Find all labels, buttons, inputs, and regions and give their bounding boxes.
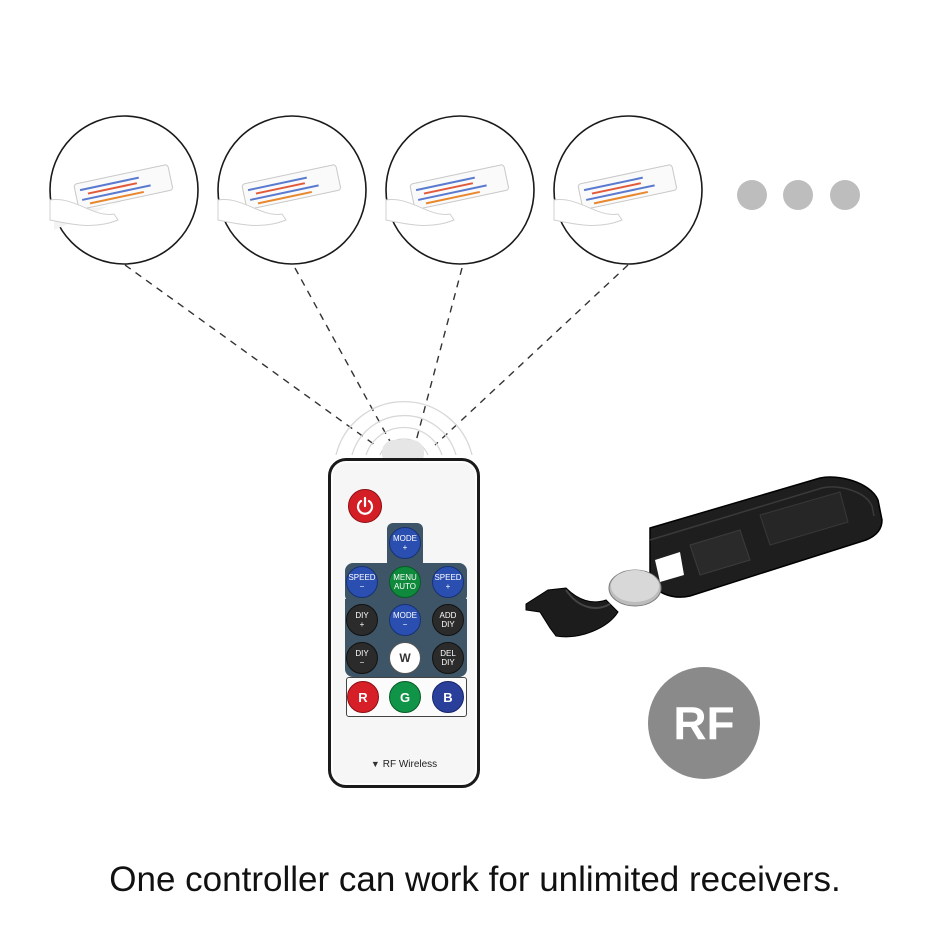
speed-plus-button[interactable]: SPEED + — [432, 566, 464, 598]
signal-lines — [124, 264, 629, 446]
receiver-3 — [385, 115, 535, 265]
caption-text: One controller can work for unlimited re… — [109, 860, 841, 899]
add-diy-button[interactable]: ADD DIY — [432, 604, 464, 636]
button-label: AUTO — [393, 582, 417, 591]
remote-back-view — [649, 476, 883, 598]
speed-minus-button[interactable]: SPEED − — [346, 566, 378, 598]
button-label: MENU — [393, 573, 417, 582]
receiver-1 — [49, 115, 199, 265]
white-button[interactable]: W — [389, 642, 421, 674]
rf-badge-text: RF — [673, 697, 735, 749]
rf-remote-control: MODE + SPEED − MENU AUTO SPEED + DIY + M… — [328, 458, 480, 788]
button-label: G — [399, 689, 411, 705]
diy-minus-button[interactable]: DIY − — [346, 642, 378, 674]
signal-line-2 — [294, 267, 393, 446]
button-label: DIY — [441, 658, 455, 667]
button-label: DIY — [441, 620, 455, 629]
button-label: − — [402, 620, 408, 629]
receiver-2 — [217, 115, 367, 265]
button-label: MODE — [393, 534, 417, 543]
button-label: − — [359, 582, 365, 591]
signal-line-1 — [124, 264, 376, 446]
button-label: B — [443, 689, 453, 705]
coin-battery-icon — [608, 569, 662, 607]
rf-wireless-label: RF Wireless — [382, 759, 438, 770]
button-label: W — [399, 650, 411, 665]
power-icon — [356, 496, 374, 515]
mode-plus-button[interactable]: MODE + — [389, 527, 421, 559]
button-label: − — [359, 658, 365, 667]
receiver-4 — [553, 115, 703, 265]
diy-plus-button[interactable]: DIY + — [346, 604, 378, 636]
battery-holder-clip — [525, 587, 619, 638]
blue-button[interactable]: B — [432, 681, 464, 713]
signal-line-3 — [414, 267, 463, 446]
del-diy-button[interactable]: DEL DIY — [432, 642, 464, 674]
menu-auto-button[interactable]: MENU AUTO — [389, 566, 421, 598]
signal-line-4 — [434, 264, 629, 446]
button-label: ADD — [439, 611, 457, 620]
button-label: + — [359, 620, 365, 629]
button-label: DIY — [355, 649, 369, 658]
green-button[interactable]: G — [389, 681, 421, 713]
rf-wireless-label-row: ▼RF Wireless — [331, 759, 477, 770]
button-label: + — [402, 543, 408, 552]
wifi-icon: ▼ — [370, 759, 380, 769]
button-label: MODE — [393, 611, 417, 620]
mode-minus-button[interactable]: MODE − — [389, 604, 421, 636]
more-receivers-dots-icon — [737, 180, 860, 210]
button-label: SPEED — [434, 573, 462, 582]
button-label: DIY — [355, 611, 369, 620]
button-label: + — [445, 582, 451, 591]
rf-badge: RF — [648, 667, 760, 779]
power-button[interactable] — [348, 489, 382, 523]
red-button[interactable]: R — [347, 681, 379, 713]
button-label: R — [358, 689, 368, 705]
button-label: SPEED — [348, 573, 376, 582]
button-label: DEL — [440, 649, 456, 658]
